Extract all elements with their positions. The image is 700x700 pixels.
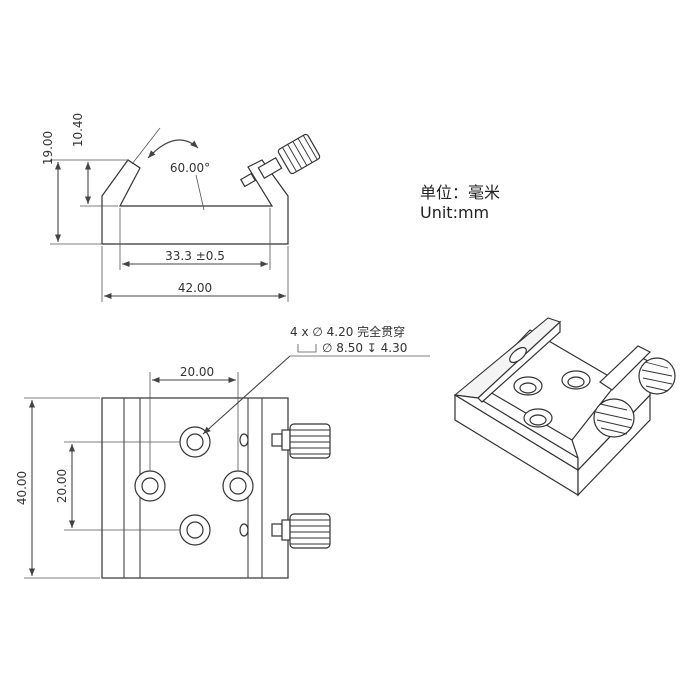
unit-label-cn: 单位：毫米	[420, 183, 500, 202]
knob-top-lower	[271, 513, 331, 549]
hole-right	[222, 470, 254, 502]
dim-hole-spacing-h: 20.00	[180, 365, 214, 379]
knob-iso-upper	[638, 357, 676, 395]
front-view: 19.00 10.40 60.00° 33.3 ±0.5 42.00	[41, 113, 321, 302]
hole-left	[134, 470, 166, 502]
knob-top-upper	[271, 423, 331, 459]
hole-bottom	[179, 514, 211, 546]
unit-label-en: Unit:mm	[420, 203, 489, 222]
hole-note-line2: ∅ 8.50 ↧ 4.30	[322, 341, 407, 355]
iso-view	[453, 317, 676, 497]
dim-height-total: 19.00	[41, 131, 55, 165]
dim-total-width: 42.00	[178, 281, 212, 295]
dim-angle: 60.00°	[170, 161, 210, 175]
top-view: 20.00 20.00 40.00 4 x ∅ 4.20 完全贯穿 ∅ 8.50…	[15, 324, 430, 579]
dim-groove-width: 33.3 ±0.5	[165, 249, 225, 263]
dim-total-height: 40.00	[15, 471, 29, 505]
dim-hole-spacing-v: 20.00	[55, 469, 69, 503]
hole-note-line1: 4 x ∅ 4.20 完全贯穿	[290, 324, 405, 339]
knob-front	[239, 133, 321, 188]
dim-height-groove: 10.40	[71, 113, 85, 147]
front-profile	[101, 159, 289, 245]
hole-top	[179, 426, 211, 458]
knob-iso-lower	[593, 398, 635, 438]
top-body	[101, 397, 289, 579]
